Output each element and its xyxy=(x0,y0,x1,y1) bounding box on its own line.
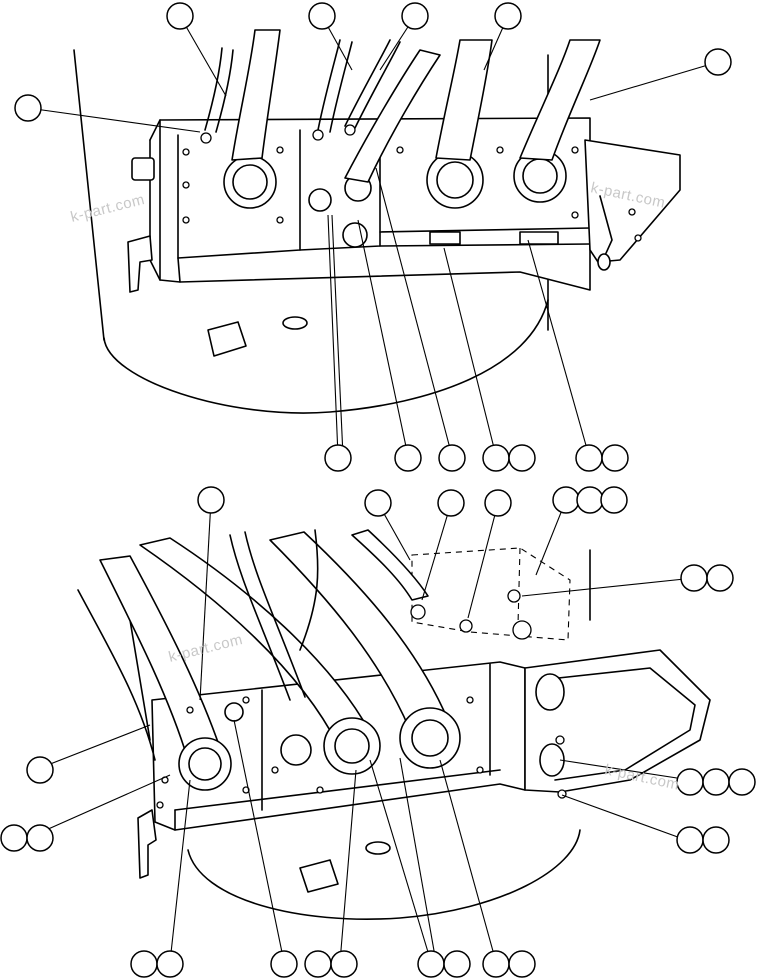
watermark-text: k-part.com xyxy=(167,631,245,666)
callout-circle xyxy=(14,94,42,122)
callout-circle xyxy=(680,564,708,592)
upper-assembly xyxy=(73,29,681,414)
callout-circle xyxy=(702,826,730,854)
callout-circle xyxy=(508,950,536,978)
callout-circle xyxy=(156,950,184,978)
callout-circle xyxy=(676,826,704,854)
callout-circle xyxy=(197,486,225,514)
upper-leaders xyxy=(27,15,719,457)
callout-circle xyxy=(438,444,466,472)
callout-circle xyxy=(130,950,158,978)
callout-circle xyxy=(270,950,298,978)
callout-circle xyxy=(364,489,392,517)
callout-circle xyxy=(443,950,471,978)
lower-assembly xyxy=(77,529,711,920)
callout-circle xyxy=(576,486,604,514)
callout-circle xyxy=(706,564,734,592)
callout-circle xyxy=(26,756,54,784)
callout-circle xyxy=(600,486,628,514)
callout-circle xyxy=(0,824,28,852)
lower-flange-rings xyxy=(178,702,461,791)
callout-circle xyxy=(166,2,194,30)
callout-circle xyxy=(728,768,756,796)
callout-circle xyxy=(394,444,422,472)
callout-circle xyxy=(304,950,332,978)
upper-flange-rings xyxy=(223,149,567,248)
callout-circle xyxy=(401,2,429,30)
callout-circle xyxy=(704,48,732,76)
callout-circle xyxy=(676,768,704,796)
callout-circle xyxy=(437,489,465,517)
callout-circle xyxy=(417,950,445,978)
callout-circle xyxy=(324,444,352,472)
callout-circle xyxy=(552,486,580,514)
lower-leaders xyxy=(27,499,695,963)
callout-circle xyxy=(484,489,512,517)
callout-circle xyxy=(702,768,730,796)
callout-circle xyxy=(330,950,358,978)
watermark-text: k-part.com xyxy=(69,191,147,226)
callout-circle xyxy=(26,824,54,852)
callout-circle xyxy=(308,2,336,30)
callout-circle xyxy=(482,950,510,978)
upper-hoses xyxy=(204,29,601,183)
callout-circle xyxy=(601,444,629,472)
callout-circle xyxy=(482,444,510,472)
callout-circle xyxy=(508,444,536,472)
callout-circle xyxy=(494,2,522,30)
callout-circle xyxy=(575,444,603,472)
upper-bolts xyxy=(182,124,642,245)
